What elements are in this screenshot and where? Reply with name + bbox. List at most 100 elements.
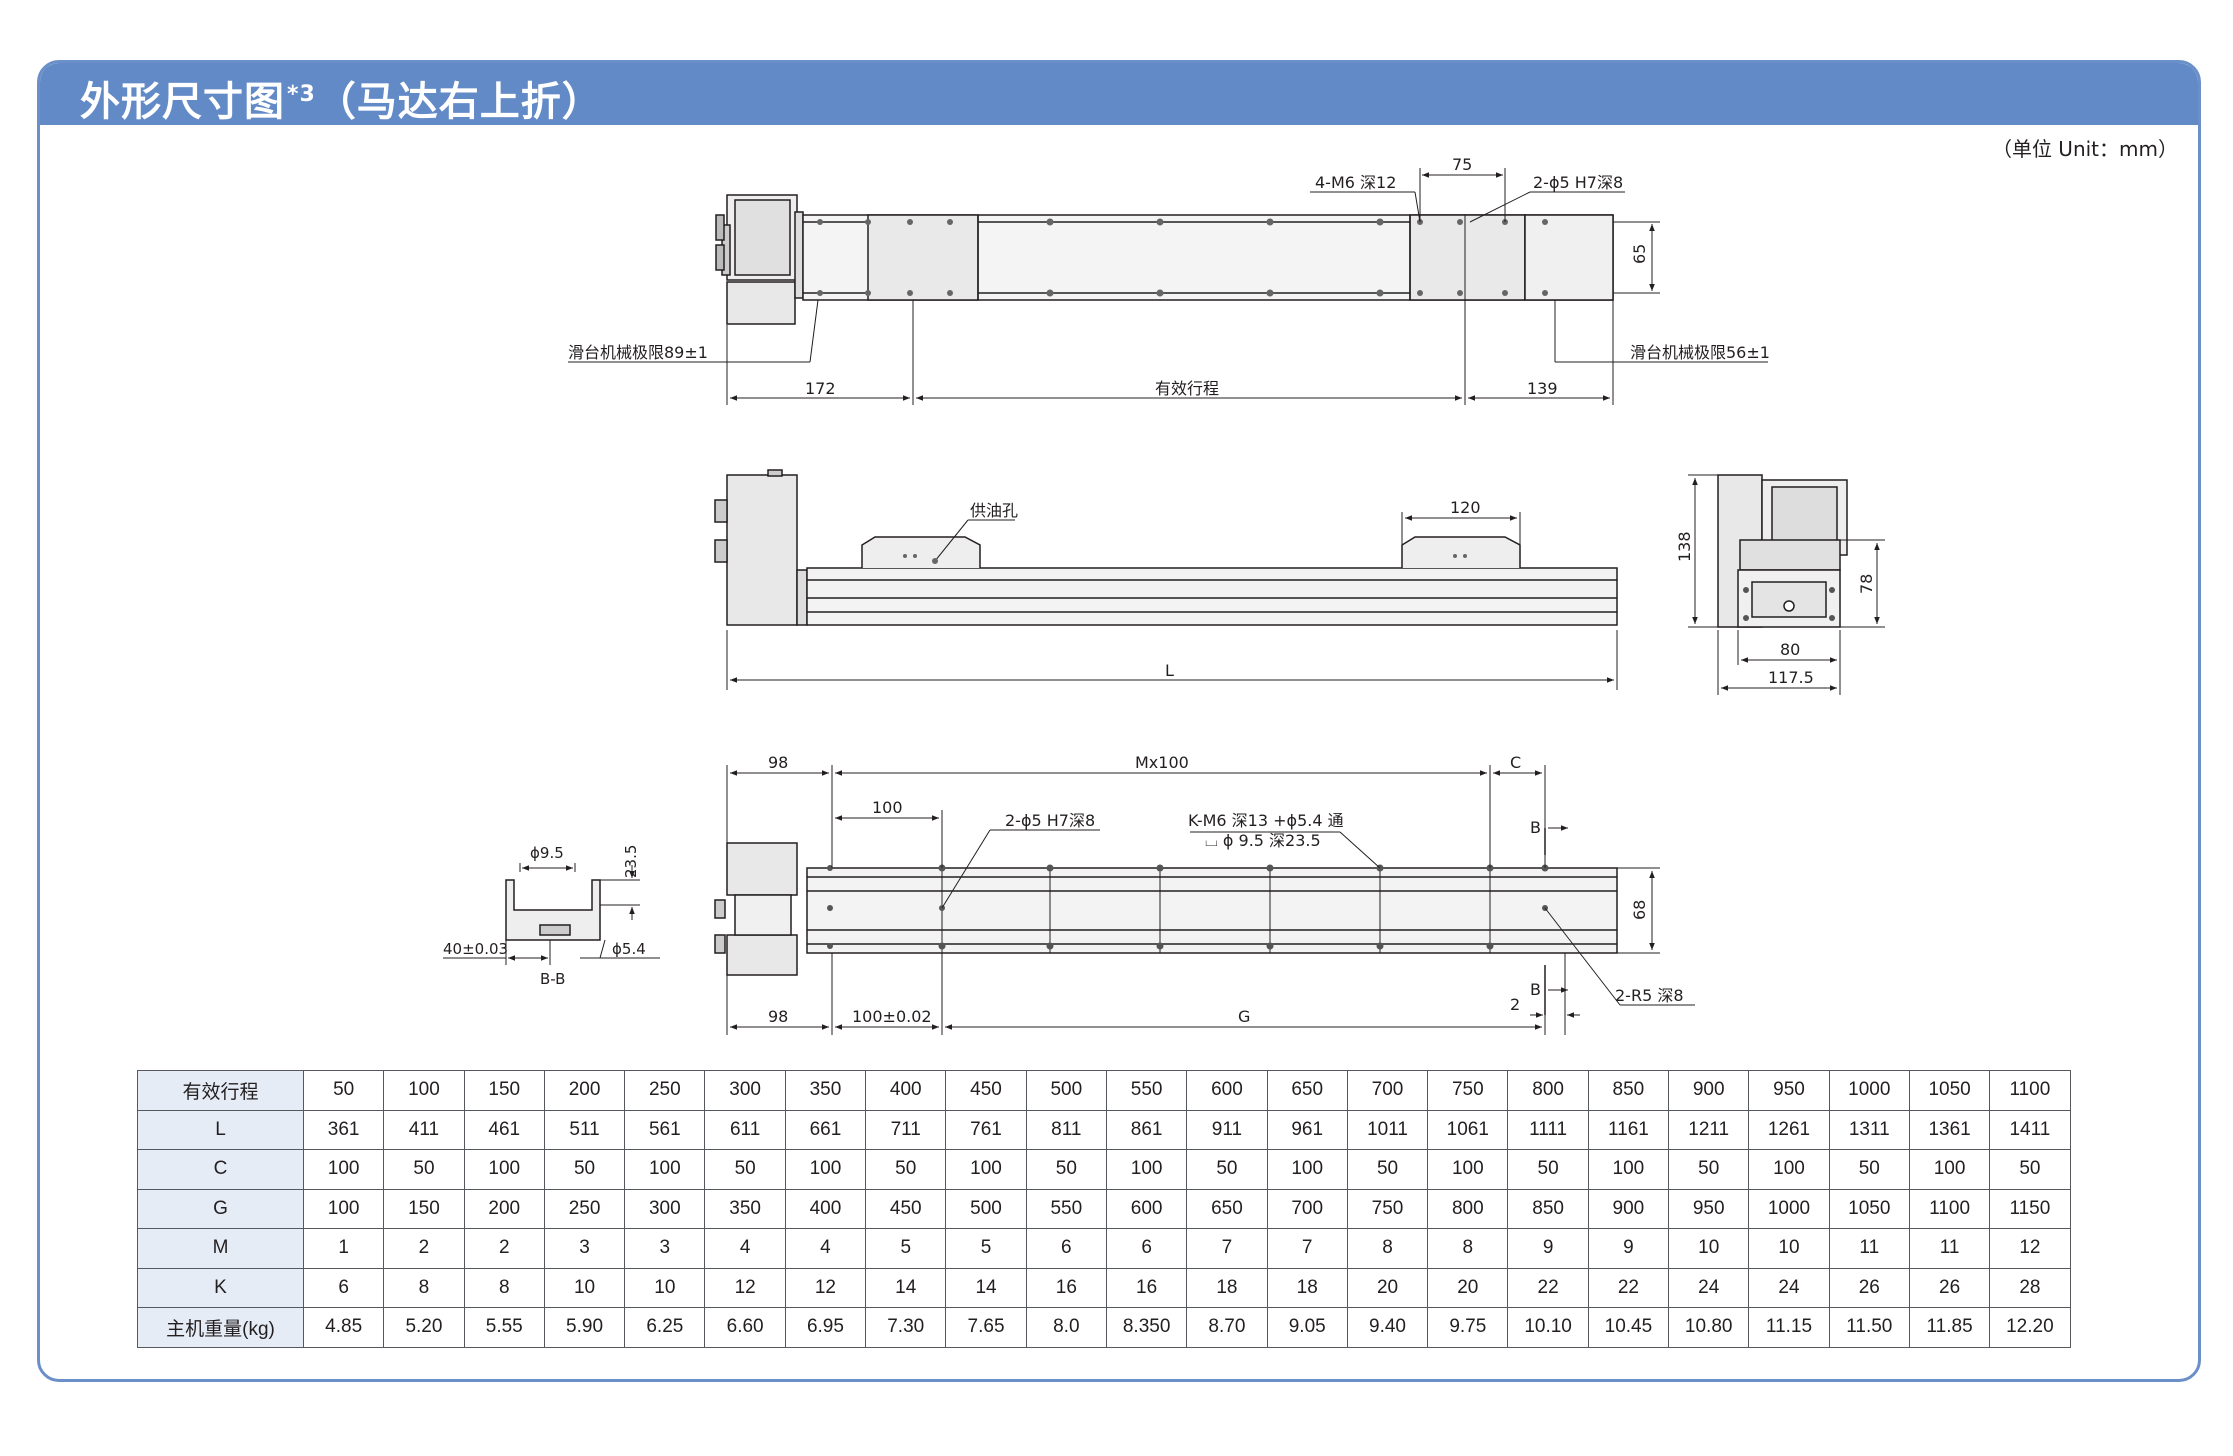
- table-cell: 1050: [1908, 1070, 1991, 1111]
- technical-drawing: 4-M6 深12 2-ϕ5 H7深8 75 65 滑台机械极限89±1 滑台机械…: [443, 155, 1885, 1035]
- dim-2: 2: [1510, 995, 1520, 1014]
- table-cell: 50: [865, 1149, 947, 1190]
- dim-L: L: [1165, 661, 1174, 680]
- table-cell: 1011: [1346, 1109, 1429, 1150]
- table-cell: 100: [624, 1149, 706, 1190]
- r5-label: 2-R5 深8: [1615, 986, 1684, 1005]
- front-view-labels: 供油孔 120 L: [970, 498, 1481, 680]
- table-cell: 7.30: [865, 1307, 947, 1348]
- title-footnote: *3: [287, 81, 316, 107]
- dim-5-4: ϕ5.4: [612, 940, 646, 958]
- table-cell: 9.40: [1346, 1307, 1429, 1348]
- table-cell: 50: [1828, 1149, 1910, 1190]
- table-cell: 1061: [1427, 1109, 1509, 1150]
- table-cell: 20: [1427, 1267, 1509, 1308]
- table-cell: 361: [302, 1109, 385, 1150]
- table-cell: 2: [463, 1228, 545, 1269]
- dim-mx100: Mx100: [1135, 753, 1189, 772]
- table-cell: 750: [1346, 1188, 1429, 1229]
- dim-117-5: 117.5: [1768, 668, 1814, 687]
- title-suffix: （马达右上折）: [315, 79, 603, 125]
- table-cell: 8: [1427, 1228, 1509, 1269]
- table-cell: 10.10: [1507, 1307, 1589, 1348]
- table-cell: 12: [784, 1267, 867, 1308]
- dim-C: C: [1510, 753, 1521, 772]
- table-cell: 1161: [1587, 1109, 1670, 1150]
- table-cell: 8: [383, 1267, 465, 1308]
- table-cell: 14: [865, 1267, 947, 1308]
- table-cell: 1100: [1989, 1070, 2071, 1111]
- dim-100-tol: 100±0.02: [852, 1007, 932, 1026]
- table-cell: 6: [302, 1267, 385, 1308]
- table-cell: 8: [1346, 1228, 1429, 1269]
- table-cell: 9.05: [1266, 1307, 1348, 1348]
- table-cell: 4: [784, 1228, 867, 1269]
- table-cell: 9: [1587, 1228, 1670, 1269]
- table-cell: 3: [543, 1228, 626, 1269]
- table-cell: 100: [1748, 1149, 1830, 1190]
- table-cell: 250: [624, 1070, 706, 1111]
- side-view-labels: 138 78 80 117.5: [1675, 531, 1876, 687]
- table-cell: 8.70: [1186, 1307, 1268, 1348]
- table-cell: 50: [383, 1149, 465, 1190]
- section-label: B-B: [540, 970, 565, 988]
- table-cell: 8: [463, 1267, 545, 1308]
- table-cell: 350: [704, 1188, 786, 1229]
- table-cell: 6.60: [704, 1307, 786, 1348]
- limit-left-label: 滑台机械极限89±1: [568, 343, 708, 362]
- table-cell: 850: [1587, 1070, 1670, 1111]
- dim-78: 78: [1857, 574, 1876, 594]
- table-row-header: M: [137, 1228, 304, 1269]
- table-cell: 50: [704, 1149, 786, 1190]
- table-cell: 100: [383, 1070, 465, 1111]
- table-cell: 11.50: [1828, 1307, 1910, 1348]
- table-cell: 50: [543, 1149, 626, 1190]
- dim-98-top: 98: [768, 753, 788, 772]
- table-cell: 50: [1668, 1149, 1750, 1190]
- table-cell: 16: [1105, 1267, 1188, 1308]
- table-cell: 2: [383, 1228, 465, 1269]
- table-cell: 100: [463, 1149, 545, 1190]
- table-cell: 511: [543, 1109, 626, 1150]
- table-cell: 8.350: [1105, 1307, 1188, 1348]
- table-cell: 711: [865, 1109, 947, 1150]
- table-cell: 100: [1105, 1149, 1188, 1190]
- table-cell: 10: [624, 1267, 706, 1308]
- oil-hole-label: 供油孔: [970, 501, 1018, 520]
- table-cell: 100: [945, 1149, 1027, 1190]
- table-cell: 11: [1908, 1228, 1991, 1269]
- table-row-header: G: [137, 1188, 304, 1229]
- table-cell: 150: [463, 1070, 545, 1111]
- table-cell: 50: [1025, 1149, 1107, 1190]
- table-cell: 50: [1346, 1149, 1429, 1190]
- table-cell: 18: [1186, 1267, 1268, 1308]
- unit-note: （单位 Unit：mm）: [1991, 137, 2178, 161]
- table-cell: 400: [784, 1188, 867, 1229]
- table-cell: 961: [1266, 1109, 1348, 1150]
- side-view: [1688, 474, 1885, 695]
- table-cell: 7: [1186, 1228, 1268, 1269]
- page-title: 外形尺寸图*3（马达右上折）: [80, 69, 603, 127]
- table-cell: 811: [1025, 1109, 1107, 1150]
- table-cell: 24: [1668, 1267, 1750, 1308]
- table-cell: 300: [704, 1070, 786, 1111]
- table-cell: 16: [1025, 1267, 1107, 1308]
- table-cell: 1000: [1748, 1188, 1830, 1229]
- table-cell: 300: [624, 1188, 706, 1229]
- section-view: [443, 863, 660, 965]
- section-labels: ϕ9.5 23.5 40±0.03 ϕ5.4 B-B: [443, 844, 646, 988]
- table-cell: 24: [1748, 1267, 1830, 1308]
- table-cell: 50: [302, 1070, 385, 1111]
- table-cell: 500: [1025, 1070, 1107, 1111]
- table-cell: 11.85: [1908, 1307, 1991, 1348]
- table-cell: 250: [543, 1188, 626, 1229]
- table-cell: 1: [302, 1228, 385, 1269]
- table-cell: 5: [865, 1228, 947, 1269]
- table-cell: 761: [945, 1109, 1027, 1150]
- table-cell: 28: [1989, 1267, 2071, 1308]
